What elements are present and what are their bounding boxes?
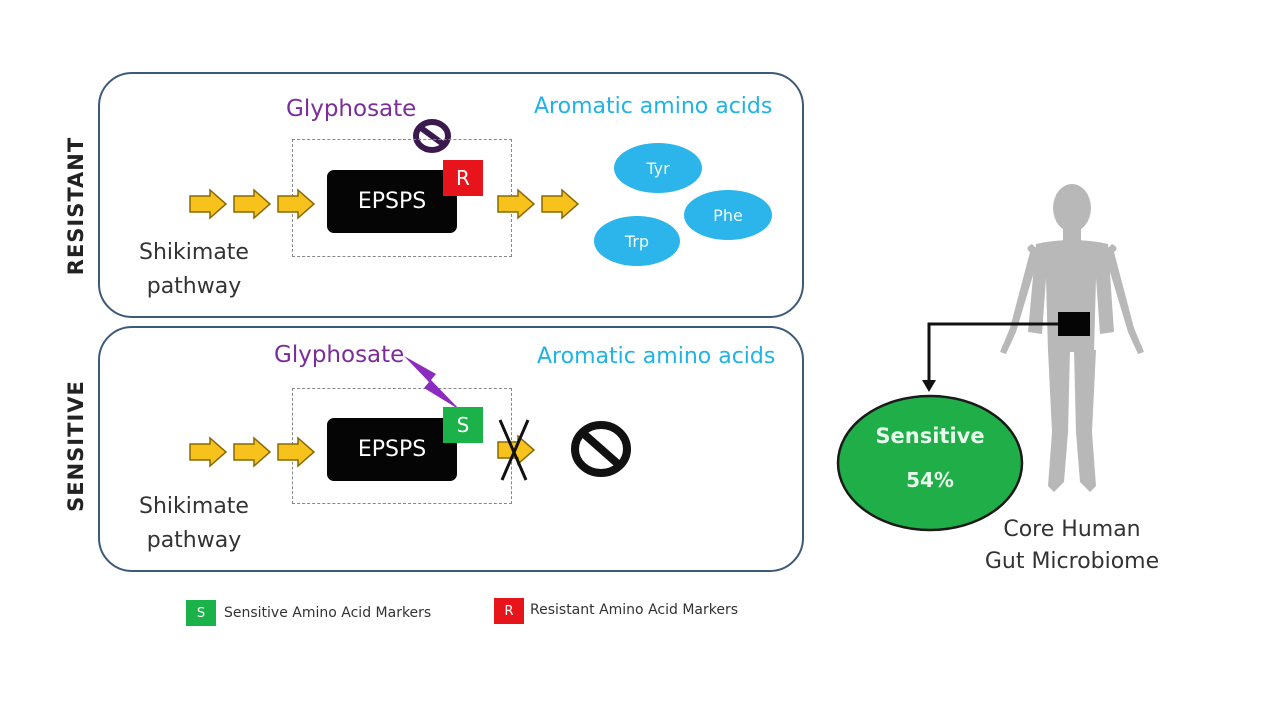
sensitive-pathway-label: Shikimate pathway: [134, 490, 254, 558]
amino-acid-tyr: Tyr: [614, 143, 702, 193]
legend-resistant-label: Resistant Amino Acid Markers: [530, 602, 739, 618]
sensitive-aromatic-label: Aromatic amino acids: [537, 344, 776, 369]
sensitive-ellipse: [836, 394, 1024, 532]
amino-acid-trp: Trp: [594, 216, 680, 266]
sensitive-glyphosate-label: Glyphosate: [274, 342, 405, 368]
sensitive-ellipse-label: Sensitive: [875, 424, 985, 448]
microbiome-title-line1: Core Human: [1003, 517, 1141, 542]
cross-out-icon: [498, 419, 530, 481]
sensitive-pathway-arrows: [189, 436, 316, 468]
microbiome-title-line2: Gut Microbiome: [984, 549, 1160, 574]
sensitive-marker: S: [443, 407, 483, 443]
arrow-right-icon: [189, 436, 316, 468]
resistant-pathway-line1: Shikimate: [139, 240, 249, 265]
resistant-pathway-label: Shikimate pathway: [134, 236, 254, 304]
resistant-epsps: EPSPS: [327, 170, 457, 233]
amino-acid-phe: Phe: [684, 190, 772, 240]
resistant-output-arrows: [497, 188, 580, 220]
arrow-right-icon: [189, 188, 316, 220]
blocked-arrow: [497, 419, 536, 481]
no-entry-icon: [571, 421, 631, 477]
resistant-marker: R: [443, 160, 483, 196]
sensitive-pathway-line2: pathway: [146, 528, 242, 553]
gut-marker: [1058, 312, 1090, 336]
resistant-pathway-arrows: [189, 188, 316, 220]
resistant-side-label: RESISTANT: [64, 136, 88, 276]
sensitive-percent: 54%: [906, 468, 954, 492]
sensitive-pathway-line1: Shikimate: [139, 494, 249, 519]
resistant-pathway-line2: pathway: [146, 274, 242, 299]
microbiome-title: Core Human Gut Microbiome: [962, 514, 1182, 578]
sensitive-epsps: EPSPS: [327, 418, 457, 481]
lightning-bolt-icon: [404, 356, 460, 410]
no-entry-icon: [413, 119, 451, 153]
resistant-aromatic-label: Aromatic amino acids: [534, 94, 773, 119]
resistant-glyphosate-label: Glyphosate: [286, 96, 417, 122]
legend-sensitive-marker: S: [186, 600, 216, 626]
legend-resistant-marker: R: [494, 598, 524, 624]
legend-sensitive-label: Sensitive Amino Acid Markers: [224, 605, 432, 621]
arrow-right-icon: [497, 188, 580, 220]
sensitive-side-label: SENSITIVE: [64, 380, 88, 512]
gut-connector: [922, 322, 1060, 392]
